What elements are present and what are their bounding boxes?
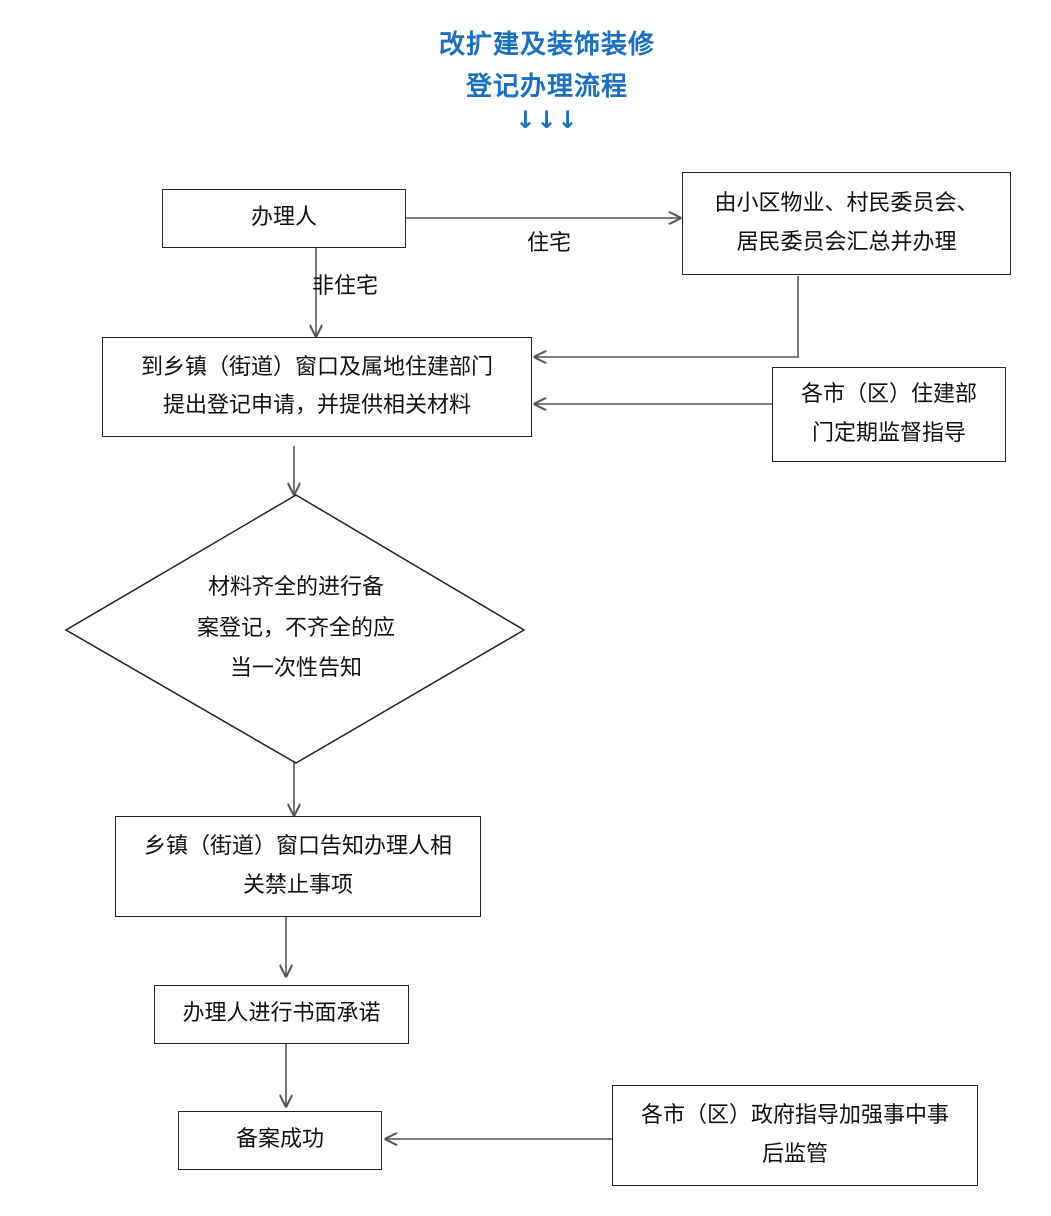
edge-label-residential: 住宅 <box>527 231 572 256</box>
node-applicant-label: 办理人 <box>250 205 317 231</box>
node-inform-line2: 关禁止事项 <box>242 872 353 898</box>
edge-label-non-residential: 非住宅 <box>312 274 379 299</box>
node-applicant: 办理人 <box>162 189 406 248</box>
node-window-apply: 到乡镇（街道）窗口及属地住建部门 提出登记申请，并提供相关材料 <box>102 337 532 437</box>
node-inform-line1: 乡镇（街道）窗口告知办理人相 <box>143 834 452 859</box>
node-promise: 办理人进行书面承诺 <box>154 985 409 1044</box>
node-gov-supervision: 各市（区）政府指导加强事中事 后监管 <box>612 1085 978 1186</box>
flow-title-line1: 改扩建及装饰装修 <box>438 30 655 60</box>
node-gov-supervision-line1: 各市（区）政府指导加强事中事 <box>640 1103 949 1128</box>
node-success-label: 备案成功 <box>235 1127 324 1153</box>
node-window-apply-line2: 提出登记申请，并提供相关材料 <box>162 393 471 418</box>
node-promise-label: 办理人进行书面承诺 <box>182 1001 381 1027</box>
node-community-line1: 由小区物业、村民委员会、 <box>714 191 979 216</box>
node-decision-text: 材料齐全的进行备 案登记，不齐全的应 当一次性告知 <box>166 568 426 690</box>
node-city-supervision: 各市（区）住建部 门定期监督指导 <box>772 367 1006 462</box>
node-decision-line2: 案登记，不齐全的应 <box>196 615 395 641</box>
flow-title-line2: 登记办理流程 <box>465 72 628 102</box>
node-decision-line1: 材料齐全的进行备 <box>207 575 384 600</box>
node-success: 备案成功 <box>178 1111 382 1170</box>
node-gov-supervision-line2: 后监管 <box>761 1141 828 1167</box>
node-city-supervision-line2: 门定期监督指导 <box>811 420 966 446</box>
node-inform: 乡镇（街道）窗口告知办理人相 关禁止事项 <box>115 816 481 917</box>
edge-community-to-window <box>535 276 799 357</box>
decision-diamond <box>64 494 526 764</box>
down-arrows-icon: ↓↓↓ <box>515 106 579 134</box>
node-community-line2: 居民委员会汇总并办理 <box>736 229 957 255</box>
node-window-apply-line1: 到乡镇（街道）窗口及属地住建部门 <box>140 354 493 380</box>
node-city-supervision-line1: 各市（区）住建部 <box>800 382 977 407</box>
node-decision-line3: 当一次性告知 <box>229 656 362 682</box>
node-community: 由小区物业、村民委员会、 居民委员会汇总并办理 <box>682 172 1011 275</box>
